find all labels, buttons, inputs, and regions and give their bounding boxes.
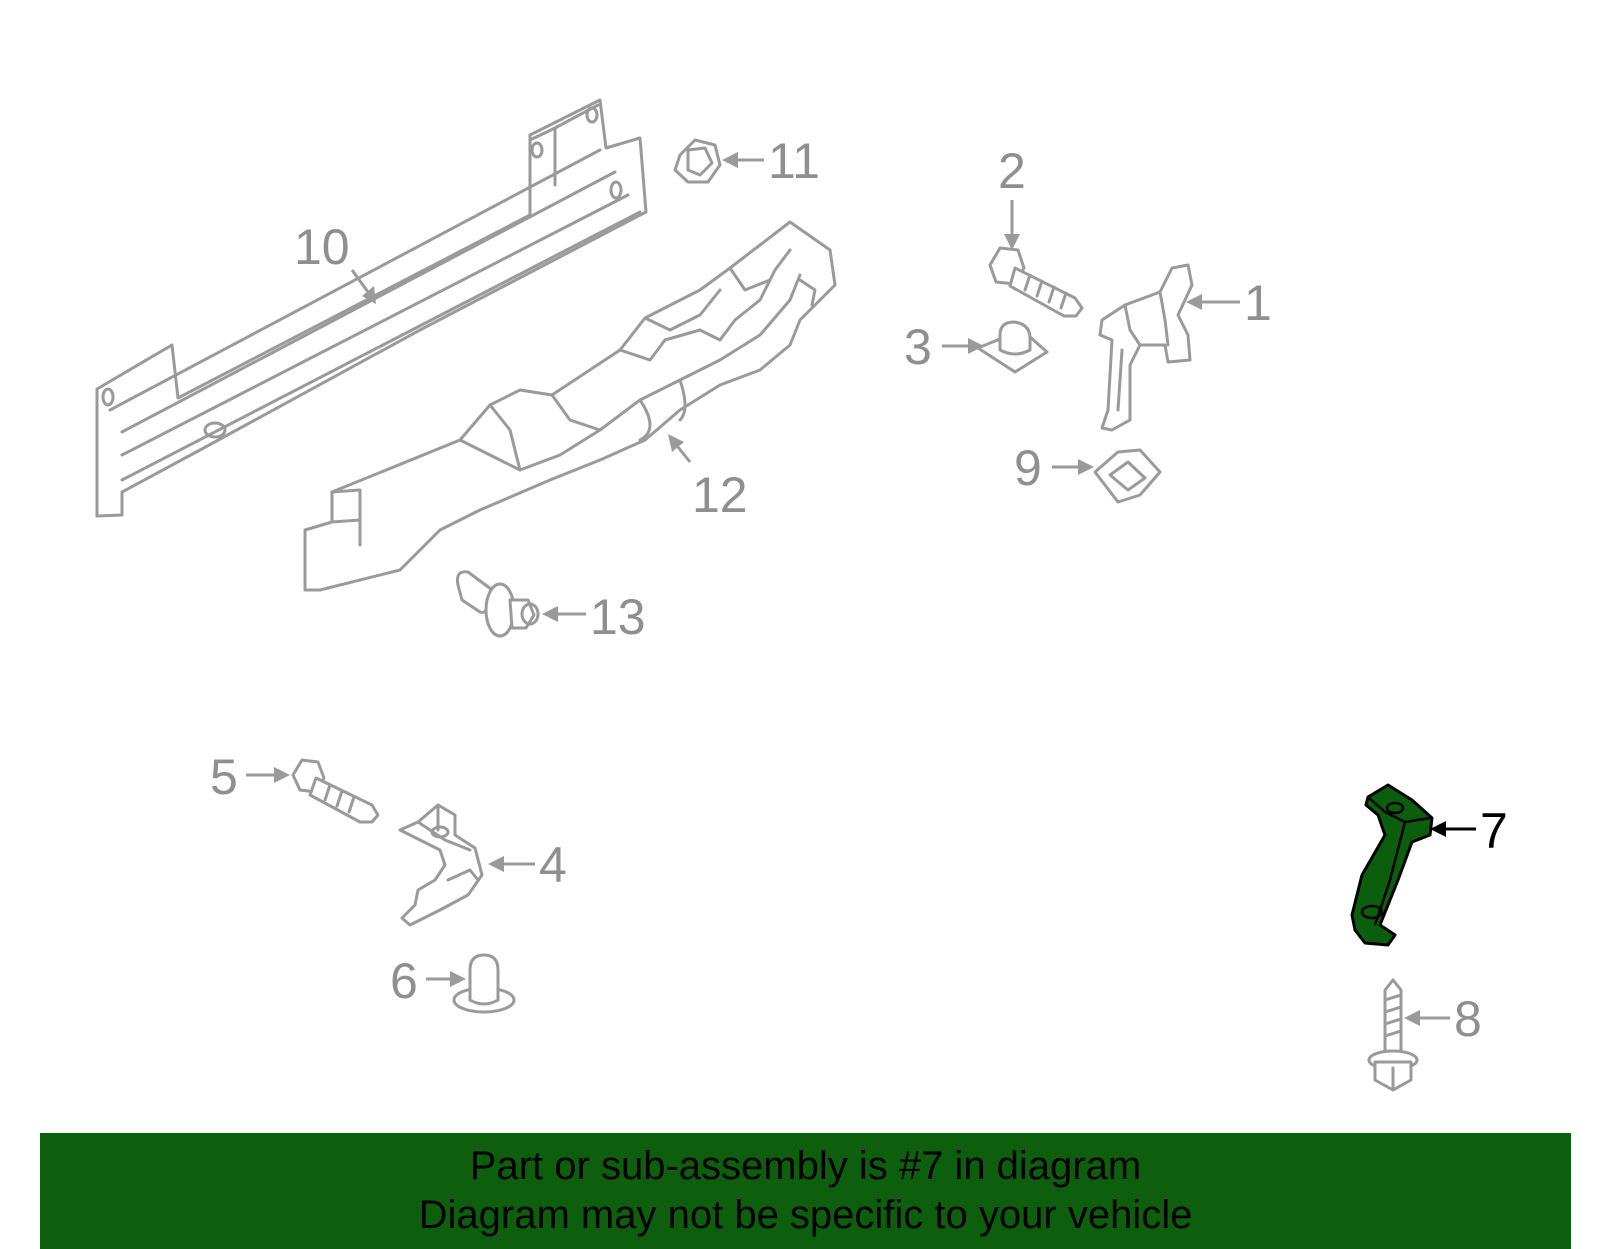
callout-7: 7 bbox=[1480, 803, 1508, 859]
bracket-left[interactable] bbox=[398, 803, 484, 927]
energy-absorber[interactable] bbox=[303, 220, 837, 592]
callout-3: 3 bbox=[904, 319, 932, 375]
callout-13: 13 bbox=[590, 589, 646, 645]
callout-4: 4 bbox=[539, 837, 567, 893]
bolt-lower-left[interactable] bbox=[291, 758, 380, 824]
callout-5: 5 bbox=[210, 749, 238, 805]
info-banner: Part or sub-assembly is #7 in diagram Di… bbox=[40, 1133, 1571, 1249]
retaining-clip[interactable] bbox=[1093, 448, 1162, 504]
callout-9: 9 bbox=[1014, 440, 1042, 496]
callout-10: 10 bbox=[294, 219, 350, 275]
bumper-reinforcement-beam[interactable] bbox=[95, 98, 648, 518]
callout-2: 2 bbox=[998, 143, 1026, 199]
callout-11: 11 bbox=[768, 133, 820, 189]
callout-12: 12 bbox=[692, 467, 748, 523]
bracket-highlighted-part-7[interactable] bbox=[1350, 783, 1434, 947]
banner-line-2: Diagram may not be specific to your vehi… bbox=[418, 1193, 1193, 1237]
clip-nut[interactable] bbox=[976, 320, 1049, 374]
callout-arrows bbox=[246, 152, 1476, 1026]
callout-8: 8 bbox=[1454, 991, 1482, 1047]
banner-line-1: Part or sub-assembly is #7 in diagram bbox=[469, 1144, 1142, 1188]
bolt-upper[interactable] bbox=[988, 246, 1084, 318]
bolt-lower-right[interactable] bbox=[1367, 978, 1419, 1092]
callout-1: 1 bbox=[1244, 275, 1272, 331]
callout-labels: 1 2 3 4 5 6 7 8 9 10 11 12 13 bbox=[210, 133, 1508, 1047]
push-pin-retainer[interactable] bbox=[456, 570, 540, 638]
flange-nut[interactable] bbox=[673, 138, 722, 184]
callout-6: 6 bbox=[390, 953, 418, 1009]
bracket-right[interactable] bbox=[1098, 263, 1194, 432]
stud-nut[interactable] bbox=[452, 953, 516, 1014]
